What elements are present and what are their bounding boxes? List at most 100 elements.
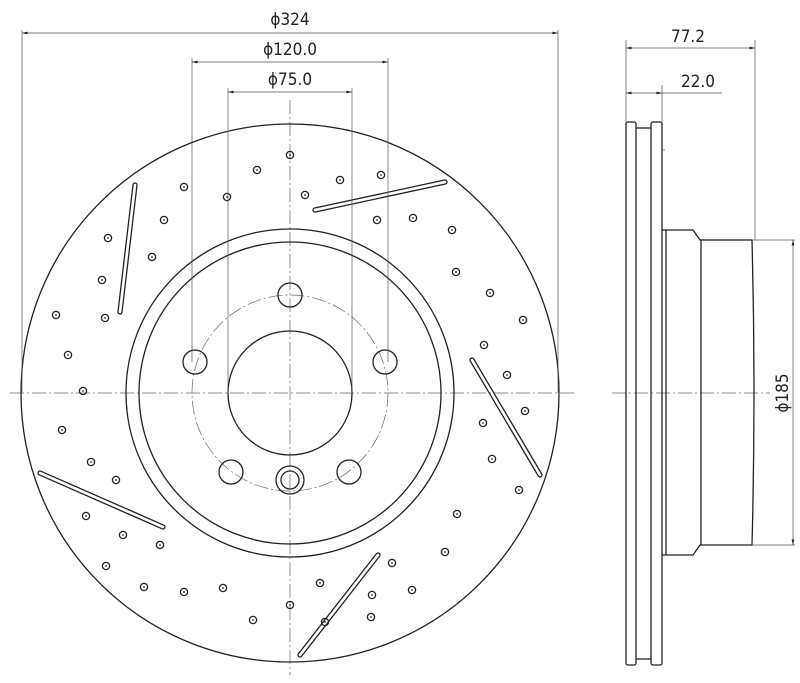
drilled-hole-center [506,374,508,376]
drilled-hole-center [151,256,153,258]
drilled-hole [78,386,88,396]
drilled-hole-center [524,410,526,412]
overall-height-label: 77.2 [671,27,705,47]
drilled-hole [372,215,382,225]
bolt-circle [191,294,389,492]
outer-rim [20,123,560,663]
drilled-hole-center [455,271,457,273]
drilled-hole-center [105,565,107,567]
bolt-hole [218,459,244,485]
drilled-hole [407,585,417,595]
drilled-hole [285,150,295,160]
drilled-hole [179,587,189,597]
drilled-hole-center [61,429,63,431]
drilled-hole-center [370,616,372,618]
drilled-hole [57,425,67,435]
drilled-hole [81,511,91,521]
drilled-hole-center [183,186,185,188]
bolt-hole [277,282,303,308]
slot [37,470,166,530]
drilled-hole-center [491,458,493,460]
hat-outer-edge [125,228,455,558]
drilled-hole [487,454,497,464]
drilled-hole [100,313,110,323]
drilled-hole [118,530,128,540]
drilled-hole-center [55,314,57,316]
drilled-hole [502,370,512,380]
drilled-hole [86,457,96,467]
drilled-hole-center [319,582,321,584]
drilled-hole [51,310,61,320]
drilled-hole [147,252,157,262]
drilled-hole [218,583,228,593]
drilled-hole [367,590,377,600]
drilled-hole-center [104,317,106,319]
drilled-hole-center [411,589,413,591]
drilled-hole-center [412,217,414,219]
drilled-hole-center [380,174,382,176]
drilled-hole-center [289,154,291,156]
drilled-hole-center [163,219,165,221]
drilled-hole [222,192,232,202]
drilled-hole-center [143,586,145,588]
bolt-circle-label: ϕ120.0 [263,40,317,60]
drilled-hole [63,350,73,360]
drilled-hole-center [489,292,491,294]
slot [469,357,543,478]
drilled-hole-center [371,594,373,596]
drilled-hole [520,406,530,416]
outer-diameter-label: ϕ324 [270,10,309,30]
center-bore-label: ϕ75.0 [268,70,312,90]
drilled-hole [335,175,345,185]
drilled-hole [447,225,457,235]
drilled-hole-center [183,591,185,593]
slot [312,179,448,213]
drilled-hole-center [376,219,378,221]
side-view [612,121,770,666]
drilled-hole-center [159,544,161,546]
drilled-hole-center [115,479,117,481]
drilled-hole [179,182,189,192]
drilled-hole-center [391,562,393,564]
drilled-hole-center [85,515,87,517]
drilled-hole [320,617,330,627]
hat-diameter-label: ϕ185 [773,373,793,412]
drilled-hole-center [324,621,326,623]
bolt-holes [182,282,398,485]
hat-inner-edge [138,241,442,545]
drilled-hole-center [339,179,341,181]
drilled-hole [248,615,258,625]
drilled-hole-center [482,422,484,424]
drilled-hole-center [122,534,124,536]
drilled-hole [452,509,462,519]
drilled-hole-center [226,196,228,198]
drilled-hole [440,547,450,557]
side-dimensions: 77.2 22.0 ϕ185 [625,27,795,546]
drilled-hole [252,165,262,175]
drilled-hole-center [304,194,306,196]
drilled-hole [479,340,489,350]
slots [37,179,543,658]
drilled-hole [139,582,149,592]
drilled-hole [155,540,165,550]
drilled-hole [514,485,524,495]
drilled-hole [366,612,376,622]
drilled-hole [300,190,310,200]
drilled-hole-center [456,513,458,515]
drilled-hole-center [67,354,69,356]
drilled-hole [408,213,418,223]
drilled-hole [101,561,111,571]
drilled-hole [159,215,169,225]
drilled-hole-center [222,587,224,589]
drilled-hole-center [483,344,485,346]
drilled-hole [97,275,107,285]
drilled-hole-center [101,279,103,281]
drilled-hole-center [256,169,258,171]
drilled-hole-center [289,604,291,606]
drilled-hole [285,600,295,610]
drilled-hole [485,288,495,298]
drilled-hole [111,475,121,485]
drilled-hole [387,558,397,568]
drilled-holes [51,150,530,627]
